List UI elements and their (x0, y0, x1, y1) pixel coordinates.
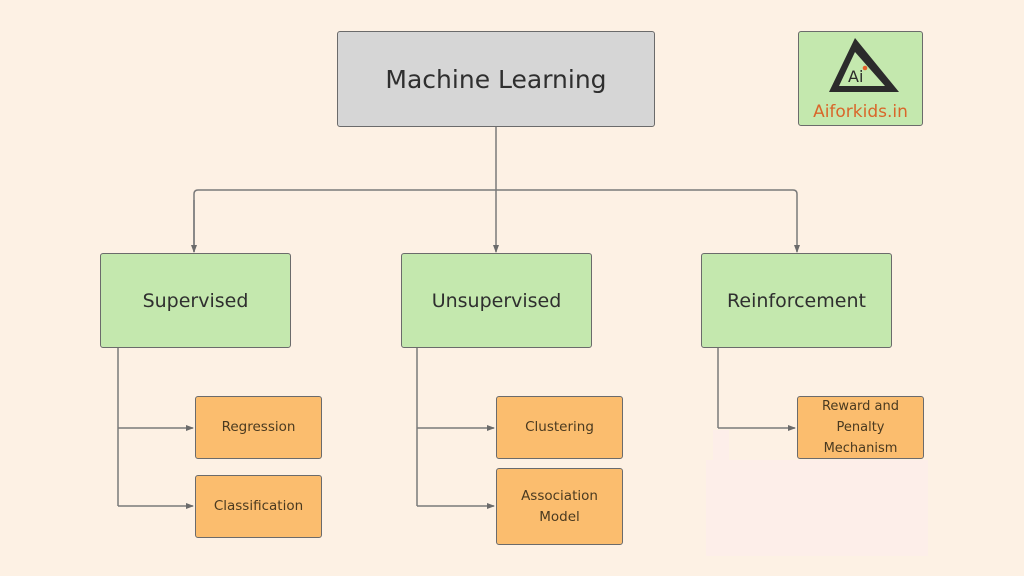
node-label: Supervised (142, 289, 249, 312)
logo-text-first: A (813, 102, 825, 122)
node-unsupervised: Unsupervised (401, 253, 592, 348)
node-regression: Regression (195, 396, 322, 459)
blank-overlay (706, 460, 928, 556)
node-association-model: Association Model (496, 468, 623, 545)
node-classification: Classification (195, 475, 322, 538)
triangle-logo-icon: Ai (829, 38, 899, 92)
node-machine-learning: Machine Learning (337, 31, 655, 127)
node-label-line2: Penalty (836, 420, 885, 435)
node-label-line3: Mechanism (823, 441, 898, 456)
logo-text-rest: iforkids.in (824, 102, 908, 122)
node-label: Regression (221, 419, 296, 435)
brand-logo: Ai Aiforkids.in (798, 31, 923, 126)
node-label: Reinforcement (727, 289, 866, 312)
node-label: Machine Learning (385, 64, 607, 94)
logo-text: Aiforkids.in (799, 102, 922, 122)
node-label: Clustering (525, 419, 594, 435)
node-clustering: Clustering (496, 396, 623, 459)
logo-glyph: Ai (848, 67, 863, 86)
node-reinforcement: Reinforcement (701, 253, 892, 348)
node-supervised: Supervised (100, 253, 291, 348)
blank-overlay-small (713, 430, 729, 462)
node-label: Unsupervised (431, 289, 562, 312)
node-label-line1: Association (521, 487, 598, 504)
node-label-line1: Reward and (821, 399, 899, 414)
node-label-line2: Model (539, 508, 580, 525)
node-reward-penalty: Reward and Penalty Mechanism (797, 396, 924, 459)
node-label: Classification (213, 498, 304, 514)
